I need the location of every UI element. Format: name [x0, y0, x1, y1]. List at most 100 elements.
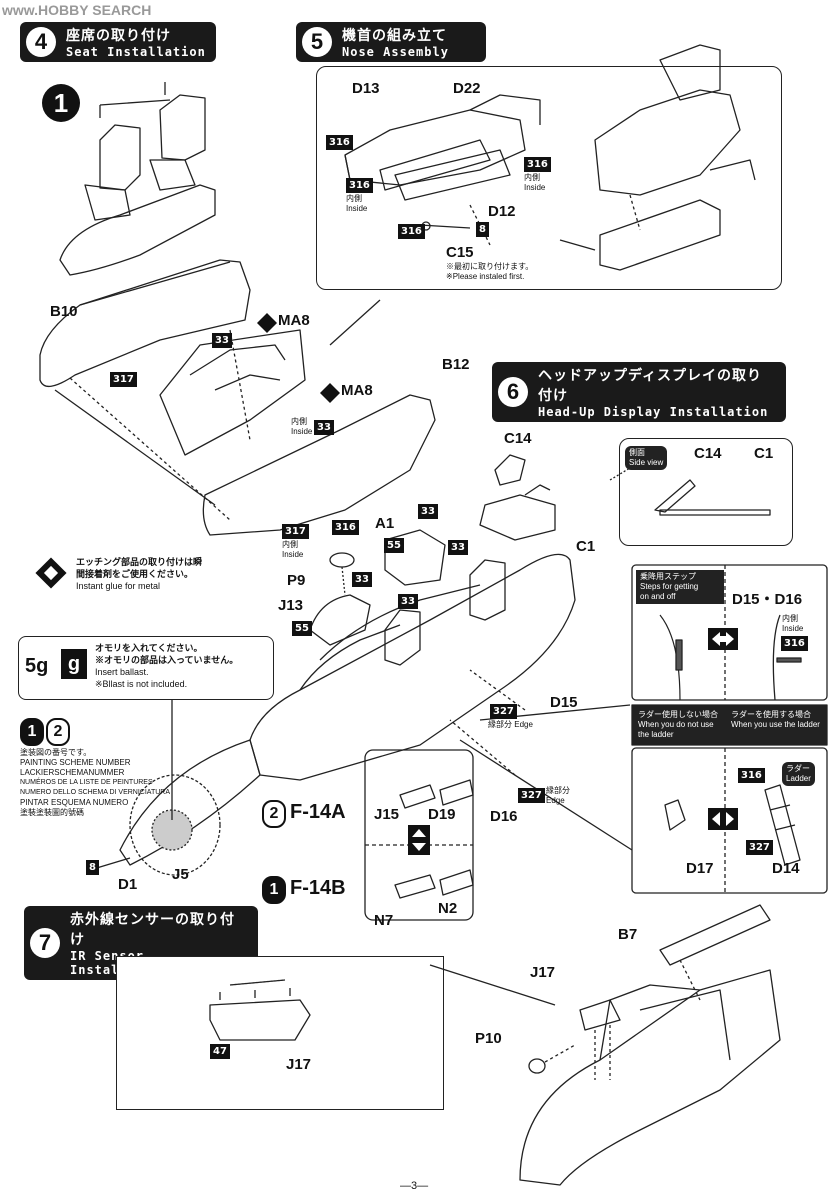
ladder-used-label: ラダーを使用する場合 When you use the ladder	[731, 710, 820, 730]
paint-code: 33	[418, 504, 438, 519]
ladder-used-en: When you use the ladder	[731, 720, 820, 729]
scheme-line: NUMÉROS DE LA LISTE DE PEINTURES	[20, 779, 153, 786]
variant-b-label: F-14B	[290, 877, 346, 899]
variant-b-badge: 1	[262, 876, 286, 904]
part-label-j5: J5	[172, 866, 189, 883]
inside-label: 内側 Inside	[782, 614, 803, 634]
paint-code: 47	[210, 1044, 230, 1059]
inside-label-jp: 内側	[291, 417, 307, 426]
paint-code: 317	[110, 372, 137, 387]
part-label-d19: D19	[428, 806, 456, 823]
etching-note-jp-2: 間接着剤をご使用ください。	[76, 569, 194, 579]
scheme-line: LACKIERSCHEMANUMMER	[20, 768, 125, 777]
paint-code: 55	[292, 621, 312, 636]
part-label-d12: D12	[488, 203, 516, 220]
paint-code: 33	[352, 572, 372, 587]
ladder-not-used-label: ラダー使用しない場合 When you do not use the ladde…	[638, 710, 718, 740]
part-label-d1: D1	[118, 876, 138, 893]
scheme-line: PAINTING SCHEME NUMBER	[20, 758, 131, 767]
edge-label-en: Edge	[546, 796, 565, 805]
etching-note-jp-1: エッチング部品の取り付けは瞬	[76, 557, 203, 567]
scheme-number-1-badge: 1	[20, 718, 44, 746]
paint-code: 33	[448, 540, 468, 555]
paint-code: 33	[398, 594, 418, 609]
inside-label-jp: 内側	[346, 194, 362, 203]
inside-label: 内側 Inside	[282, 540, 303, 560]
scheme-legend: 塗装図の番号です。 PAINTING SCHEME NUMBER LACKIER…	[20, 748, 180, 818]
part-label-j17: J17	[530, 964, 556, 981]
inside-label-jp: 内側	[524, 173, 540, 182]
step-6-header: 6 ヘッドアップディスプレイの取り付け Head-Up Display Inst…	[492, 362, 786, 422]
step-6-number: 6	[498, 377, 528, 407]
side-view-en: Side view	[629, 458, 664, 467]
part-label-ma8-upper: MA8	[278, 312, 310, 329]
scheme-number-2-badge: 2	[46, 718, 70, 746]
ballast-box: 5g g オモリを入れてください。 ※オモリの部品は入っていません。 Inser…	[18, 636, 274, 700]
part-label-c1-side: C1	[754, 445, 774, 462]
part-label-b12: B12	[442, 356, 470, 373]
inside-label-jp: 内側	[282, 540, 298, 549]
inside-label: 内側 Inside	[346, 194, 367, 214]
boarding-steps-en-1: Steps for getting	[640, 582, 699, 591]
paint-code: 327	[746, 840, 773, 855]
step-7-number: 7	[30, 928, 60, 958]
edge-label: 縁部分 Edge	[546, 786, 570, 806]
boarding-steps-badge: 乗降用ステップ Steps for getting on and off	[636, 570, 724, 604]
boarding-steps-en-2: on and off	[640, 592, 676, 601]
weight-icon: g	[61, 649, 87, 679]
ballast-note-jp-1: オモリを入れてください。	[95, 643, 203, 653]
part-label-c14: C14	[504, 430, 532, 447]
part-label-d15: D15	[550, 694, 578, 711]
ballast-note-jp-2: ※オモリの部品は入っていません。	[95, 655, 239, 665]
part-label-d16: D16	[490, 808, 518, 825]
side-view-jp: 側面	[629, 448, 645, 457]
c15-note-en: ※Please instaled first.	[446, 272, 525, 281]
step-6-title-jp: ヘッドアップディスプレイの取り付け	[538, 367, 763, 403]
part-label-n7: N7	[374, 912, 394, 929]
nose-assembly-frame	[316, 66, 782, 290]
c15-note-jp: ※最初に取り付けます。	[446, 262, 534, 271]
step-4-header: 4 座席の取り付け Seat Installation	[20, 22, 216, 62]
paint-code: 327	[518, 788, 545, 803]
part-label-b10: B10	[50, 303, 78, 320]
sub-step-1-badge: 1	[42, 84, 80, 122]
paint-code: 316	[738, 768, 765, 783]
edge-label: 縁部分 Edge	[488, 720, 533, 730]
paint-code: 316	[524, 157, 551, 172]
paint-code: 316	[332, 520, 359, 535]
paint-code: 327	[490, 704, 517, 719]
ir-sensor-frame	[116, 956, 444, 1110]
paint-code: 8	[86, 860, 99, 875]
part-label-ma8-lower: MA8	[341, 382, 373, 399]
paint-code: 55	[384, 538, 404, 553]
part-label-j13: J13	[278, 597, 304, 614]
ballast-weight: 5g	[25, 655, 49, 677]
edge-label-jp: 縁部分	[488, 720, 512, 729]
ballast-note-en-1: Insert ballast.	[95, 667, 149, 677]
part-label-d13: D13	[352, 80, 380, 97]
step-5-header: 5 機首の組み立て Nose Assembly	[296, 22, 486, 62]
variant-a-badge: 2	[262, 800, 286, 828]
ballast-note-en-2: ※Bllast is not included.	[95, 679, 188, 689]
paint-code: 33	[212, 333, 232, 348]
inside-label-en: Inside	[291, 427, 313, 436]
part-label-d14: D14	[772, 860, 800, 877]
ladder-not-used-en-2: the ladder	[638, 730, 674, 739]
part-label-p9: P9	[287, 572, 306, 589]
variant-a-label: F-14A	[290, 801, 346, 823]
step-4-number: 4	[26, 27, 56, 57]
ladder-jp: ラダー	[786, 764, 810, 773]
scheme-line: NUMERO DELLO SCHEMA DI VERNICIATURA	[20, 789, 171, 796]
scheme-line: 塗装図の番号です。	[20, 748, 92, 757]
ladder-en: Ladder	[786, 774, 811, 783]
inside-label-en: Inside	[346, 204, 368, 213]
part-label-b7: B7	[618, 926, 638, 943]
part-label-n2: N2	[438, 900, 458, 917]
scheme-line: PINTAR ESQUEMA NUMERO	[20, 798, 129, 807]
part-label-d22: D22	[453, 80, 481, 97]
step-4-title-jp: 座席の取り付け	[66, 27, 171, 43]
inside-label-en: Inside	[282, 550, 304, 559]
paint-code: 317	[282, 524, 309, 539]
part-label-p10: P10	[475, 1030, 502, 1047]
